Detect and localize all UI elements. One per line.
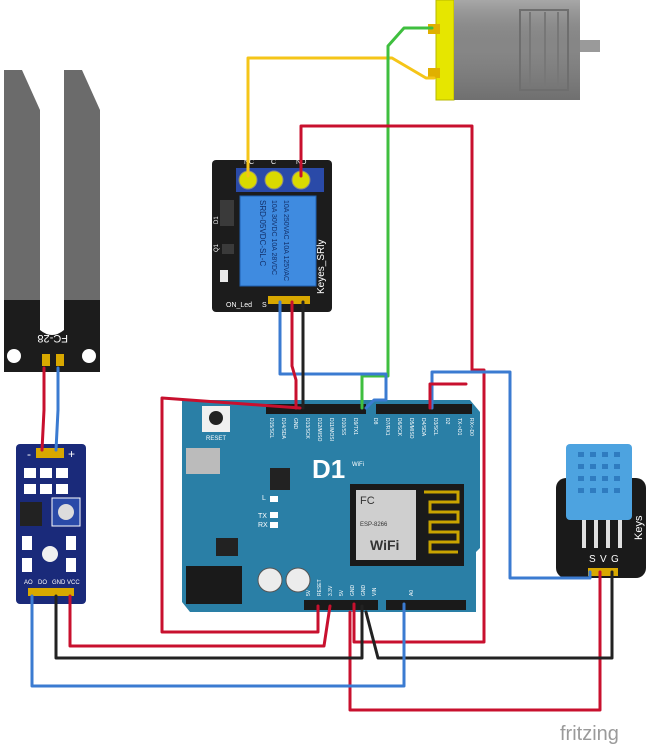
wifi-module-fcc: FC <box>360 495 375 507</box>
relay-part-number: SRD-05VDC-SL-C <box>258 200 267 266</box>
board-top-pin-label: D12/MISO <box>316 418 322 441</box>
board-bottom-pin-label: GND <box>361 585 367 597</box>
yellow-wire <box>246 56 436 178</box>
board-top-pin-label: D6/SCK <box>396 418 402 437</box>
blue-wire-module-ao <box>30 594 406 688</box>
board-top-pin-label: D5/MISO <box>408 418 414 439</box>
green-wire <box>360 26 434 410</box>
board-top-pin-label: D4/SDA <box>420 418 426 437</box>
fritzing-watermark: fritzing <box>560 723 619 745</box>
relay-signal-label: S <box>262 302 267 309</box>
black-wire-module-gnd <box>54 594 364 660</box>
board-bottom-pin-label: 5V <box>339 589 345 596</box>
module-pin-ao: AO <box>24 580 33 586</box>
red-wire-dht-vcc <box>348 570 602 712</box>
relay-led-label: ON_Led <box>226 302 252 309</box>
red-wire-probe <box>40 366 46 452</box>
module-minus-label: - <box>27 447 31 461</box>
relay-module: NC C NO 10A 250VAC 10A 125VAC 10A 30VDC … <box>212 159 332 312</box>
relay-brand-label: Keyes_SRly <box>316 240 327 294</box>
board-top-pin-label: D11/MOSI <box>328 418 334 441</box>
board-bottom-pin-label: VIN <box>372 587 378 596</box>
red-wire-module-vcc <box>68 594 332 648</box>
wifi-module-brand: WiFi <box>370 537 399 553</box>
red-wire-relay-vcc <box>290 300 298 410</box>
board-top-pin-label: D13/SCK <box>304 418 310 440</box>
module-pin-gnd: GND <box>52 580 66 586</box>
soil-moisture-probe: FC-28 <box>4 70 100 372</box>
soil-probe-label: FC-28 <box>37 332 68 344</box>
relay-rating-line2: 10A 30VDC 10A 28VDC <box>270 200 277 275</box>
red-wire-d-top <box>428 382 468 410</box>
board-top-pin-label: D7/RX1 <box>384 418 390 436</box>
board-top-pin-label: D9/TX1 <box>352 418 358 435</box>
board-led-rx: RX <box>258 522 268 529</box>
board-reset-label: RESET <box>206 436 226 442</box>
board-top-pin-label: GND <box>292 418 298 430</box>
board-title: D1 <box>312 454 345 484</box>
relay-rating-line1: 10A 250VAC 10A 125VAC <box>282 200 289 281</box>
board-top-pin-label: TX->D1 <box>456 418 462 436</box>
dht-pin-g: G <box>611 554 619 565</box>
board-led-tx: TX <box>258 513 267 520</box>
dht-pin-s: S <box>589 554 596 565</box>
black-wire-dht-gnd <box>364 570 614 660</box>
board-top-pin-label: D14/SDA <box>280 418 286 440</box>
module-pin-vcc: VCC <box>67 580 80 586</box>
board-top-pin-label: RX<-D0 <box>468 418 474 436</box>
soil-sensor-module: - + AO DO GND VCC <box>16 444 86 604</box>
board-top-pin-label: D2 <box>444 418 450 425</box>
board-led-l: L <box>262 495 266 502</box>
blue-wire-d-to-dht <box>430 370 592 580</box>
red-wire-relay-to-5v <box>299 124 486 644</box>
board-top-pin-label: D8 <box>372 418 378 425</box>
relay-diode-label: D1 <box>214 216 220 224</box>
board-bottom-pin-label: A0 <box>409 590 415 596</box>
board-subtitle: WiFi <box>352 462 364 468</box>
dc-motor <box>428 0 600 101</box>
dht-sensor-module: S V G Keys <box>556 444 646 578</box>
dht-brand-label: Keys <box>633 515 645 540</box>
board-bottom-pin-label: 5V <box>306 589 312 596</box>
board-top-pin-labels: D15/SCL D14/SDA GND D13/SCK D12/MISO D11/MOSI… <box>268 418 474 441</box>
wires <box>30 26 614 712</box>
board-top-pin-label: D15/SCL <box>268 418 274 439</box>
relay-transistor-label: Q1 <box>214 243 220 252</box>
board-bottom-pin-labels: 5V RESET 3.3V 5V GND GND VIN A0 <box>306 579 415 596</box>
d1-wifi-board: RESET L TX RX D1 WiFi FC ESP-8266 WiFi <box>182 400 480 612</box>
module-plus-label: + <box>68 447 75 461</box>
blue-wire-probe <box>54 366 60 452</box>
red-wire-left-loop <box>160 396 320 634</box>
board-bottom-pin-label: GND <box>350 585 356 597</box>
board-top-pin-label: D10/SS <box>340 418 346 436</box>
blue-wire-relay-signal <box>278 300 388 410</box>
dht-pin-v: V <box>600 554 607 565</box>
board-top-pin-label: D3/SCL <box>432 418 438 436</box>
module-pin-do: DO <box>38 580 47 586</box>
wifi-module-model: ESP-8266 <box>360 522 388 528</box>
board-bottom-pin-label: 3.3V <box>328 585 334 596</box>
board-bottom-pin-label: RESET <box>317 579 323 596</box>
relay-pin-c: C <box>271 159 276 166</box>
